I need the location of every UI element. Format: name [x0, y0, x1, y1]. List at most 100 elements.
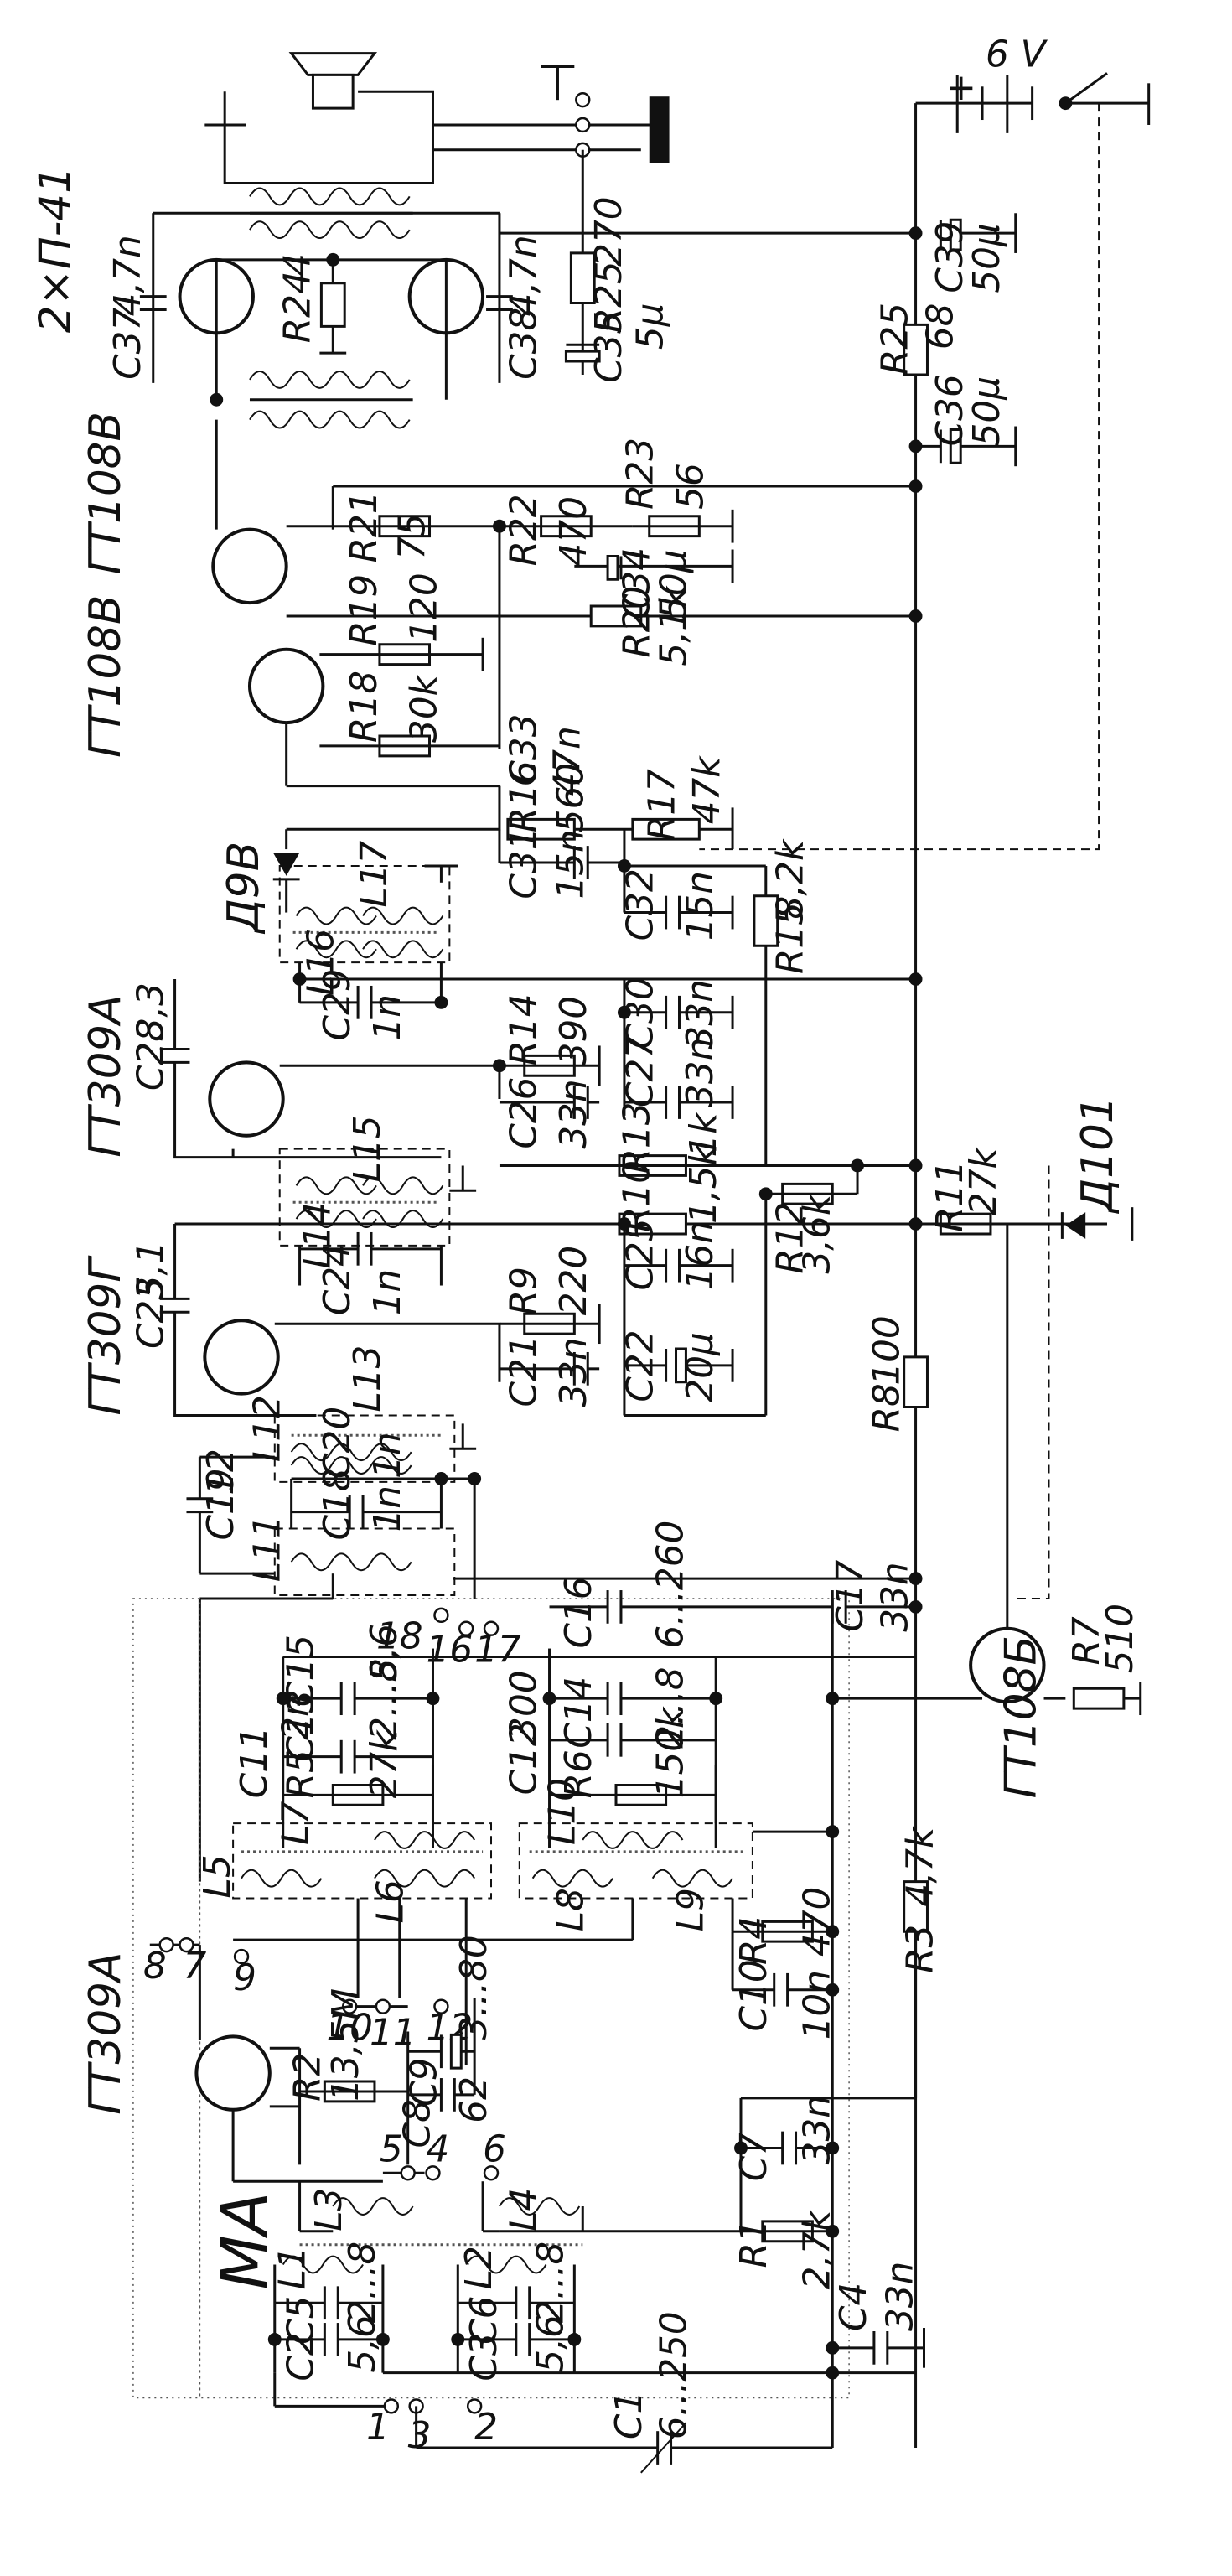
svg-text:100: 100: [866, 1315, 908, 1385]
svg-text:12: 12: [427, 2006, 474, 2049]
svg-text:R20: R20: [616, 586, 659, 658]
svg-text:47k: 47k: [686, 755, 728, 825]
svg-text:C12: C12: [503, 1723, 546, 1795]
svg-text:1,5k: 1,5k: [682, 1143, 725, 1224]
svg-text:C33: C33: [503, 713, 546, 785]
svg-text:L13: L13: [346, 1345, 389, 1412]
svg-text:C32: C32: [619, 868, 662, 941]
svg-text:20μ: 20μ: [679, 1332, 722, 1402]
detector-stage: Д9В R16 560 C33 47n R17 47k C31 15n C32 …: [219, 713, 811, 1165]
speaker-block: [204, 54, 432, 428]
junction-dots: [210, 226, 923, 2380]
svg-text:50μ: 50μ: [965, 223, 1008, 293]
svg-text:56: 56: [669, 463, 712, 510]
svg-text:3,3: 3,3: [130, 982, 173, 1040]
svg-text:L4: L4: [503, 2188, 546, 2231]
svg-text:R23: R23: [619, 438, 662, 510]
svg-text:50μ: 50μ: [965, 376, 1008, 446]
svg-text:2,7k: 2,7k: [795, 2209, 838, 2289]
svg-text:1n: 1n: [366, 1485, 409, 1532]
svg-text:10n: 10n: [795, 1970, 838, 2040]
svg-text:4: 4: [276, 253, 318, 277]
svg-text:R16: R16: [503, 760, 546, 832]
svg-text:220: 220: [552, 1246, 595, 1315]
svg-text:L1: L1: [272, 2246, 314, 2289]
svg-text:C39: C39: [929, 221, 971, 293]
svg-text:4,7n: 4,7n: [503, 235, 546, 316]
svg-text:C14: C14: [557, 1677, 600, 1749]
svg-text:300: 300: [503, 1670, 546, 1739]
svg-text:L17: L17: [353, 840, 396, 907]
decoupling-r25-c36: R25 68 C36 50μ: [874, 303, 1016, 466]
driver-stage: ГТ108В ГТ108В R21 75 R22 470 R23 56 C34 …: [80, 412, 916, 786]
svg-text:33n: 33n: [679, 979, 722, 1049]
detector-diode-label: Д9В: [219, 842, 269, 935]
svg-text:1n: 1n: [366, 994, 409, 1040]
svg-text:R22: R22: [503, 494, 546, 566]
if2-transistor-label: ГТ309А: [80, 994, 131, 1157]
agc-transistor-label: ГТ108Б: [996, 1635, 1047, 1798]
svg-text:L16: L16: [299, 929, 342, 996]
svg-text:5μ: 5μ: [629, 303, 672, 350]
svg-text:C8: C8: [396, 2099, 439, 2148]
svg-text:1k: 1k: [682, 1112, 725, 1158]
svg-text:560: 560: [549, 763, 592, 832]
headphone-jack: [432, 66, 670, 163]
svg-text:1n: 1n: [366, 1269, 409, 1315]
svg-text:R14: R14: [503, 993, 546, 1065]
svg-text:30k: 30k: [402, 673, 445, 743]
driver-transistor-label: ГТ108В: [80, 412, 131, 574]
svg-text:C25: C25: [619, 1218, 662, 1290]
svg-text:R15: R15: [769, 902, 811, 974]
svg-text:75: 75: [391, 513, 434, 560]
svg-text:120: 120: [402, 573, 445, 642]
svg-text:R3: R3: [898, 1925, 941, 1973]
svg-text:15n: 15n: [549, 829, 592, 899]
svg-text:R4: R4: [732, 1916, 775, 1965]
svg-text:2...8: 2...8: [341, 2242, 384, 2323]
svg-text:27k: 27k: [363, 1729, 406, 1799]
svg-text:C9: C9: [402, 2058, 445, 2107]
output-transistors-label: 2×П-41: [30, 166, 80, 333]
svg-text:R8: R8: [866, 1383, 908, 1432]
svg-text:C21: C21: [503, 1335, 546, 1407]
svg-text:11: 11: [370, 2011, 417, 2054]
svg-text:390: 390: [552, 996, 595, 1065]
svg-text:2: 2: [474, 2406, 498, 2449]
band-switch-and-tuning: 1 3 2 C1 6...250: [275, 2311, 832, 2473]
svg-text:2...8: 2...8: [529, 2242, 572, 2323]
svg-text:L7: L7: [274, 1801, 317, 1845]
svg-text:L15: L15: [346, 1115, 389, 1182]
svg-text:R18: R18: [343, 671, 386, 743]
oscillator-block: 18 16 17 C15 5,6 C13 2...8 C11 2n R5 27k…: [199, 1521, 917, 2398]
svg-text:33n: 33n: [552, 1079, 595, 1148]
svg-text:R17: R17: [641, 769, 684, 841]
svg-text:6...250: 6...250: [652, 2311, 695, 2439]
svg-text:10: 10: [326, 2006, 373, 2049]
svg-text:7: 7: [184, 1945, 207, 1988]
svg-text:8: 8: [143, 1945, 167, 1988]
svg-text:L14: L14: [296, 1202, 339, 1269]
svg-text:470: 470: [795, 1887, 838, 1957]
svg-text:1: 1: [366, 2406, 390, 2449]
svg-text:R24: R24: [276, 271, 318, 343]
svg-text:L2: L2: [458, 2246, 500, 2289]
svg-text:33n: 33n: [874, 1562, 917, 1631]
svg-text:C1: C1: [608, 2391, 650, 2439]
svg-text:R25: R25: [874, 303, 917, 375]
svg-text:C26: C26: [503, 1077, 546, 1149]
if1-transistor-label: ГТ309Г: [80, 1255, 131, 1416]
svg-text:150k: 150k: [649, 1706, 691, 1798]
svg-text:18: 18: [376, 1615, 423, 1658]
svg-text:6: 6: [483, 2128, 506, 2170]
svg-text:R25: R25: [588, 261, 630, 333]
svg-text:5,1: 5,1: [130, 1241, 173, 1298]
push-pull-stage: 2×П-41 C37 4,7n C38 4,7n R24 4: [30, 166, 546, 400]
svg-text:+: +: [945, 66, 976, 109]
svg-text:16n: 16n: [679, 1221, 722, 1290]
battery-value: 6 V: [986, 33, 1048, 75]
svg-text:5,1k: 5,1k: [652, 585, 695, 666]
svg-text:27k: 27k: [962, 1147, 1005, 1216]
preamp-transistor-label: ГТ108В: [80, 595, 131, 758]
